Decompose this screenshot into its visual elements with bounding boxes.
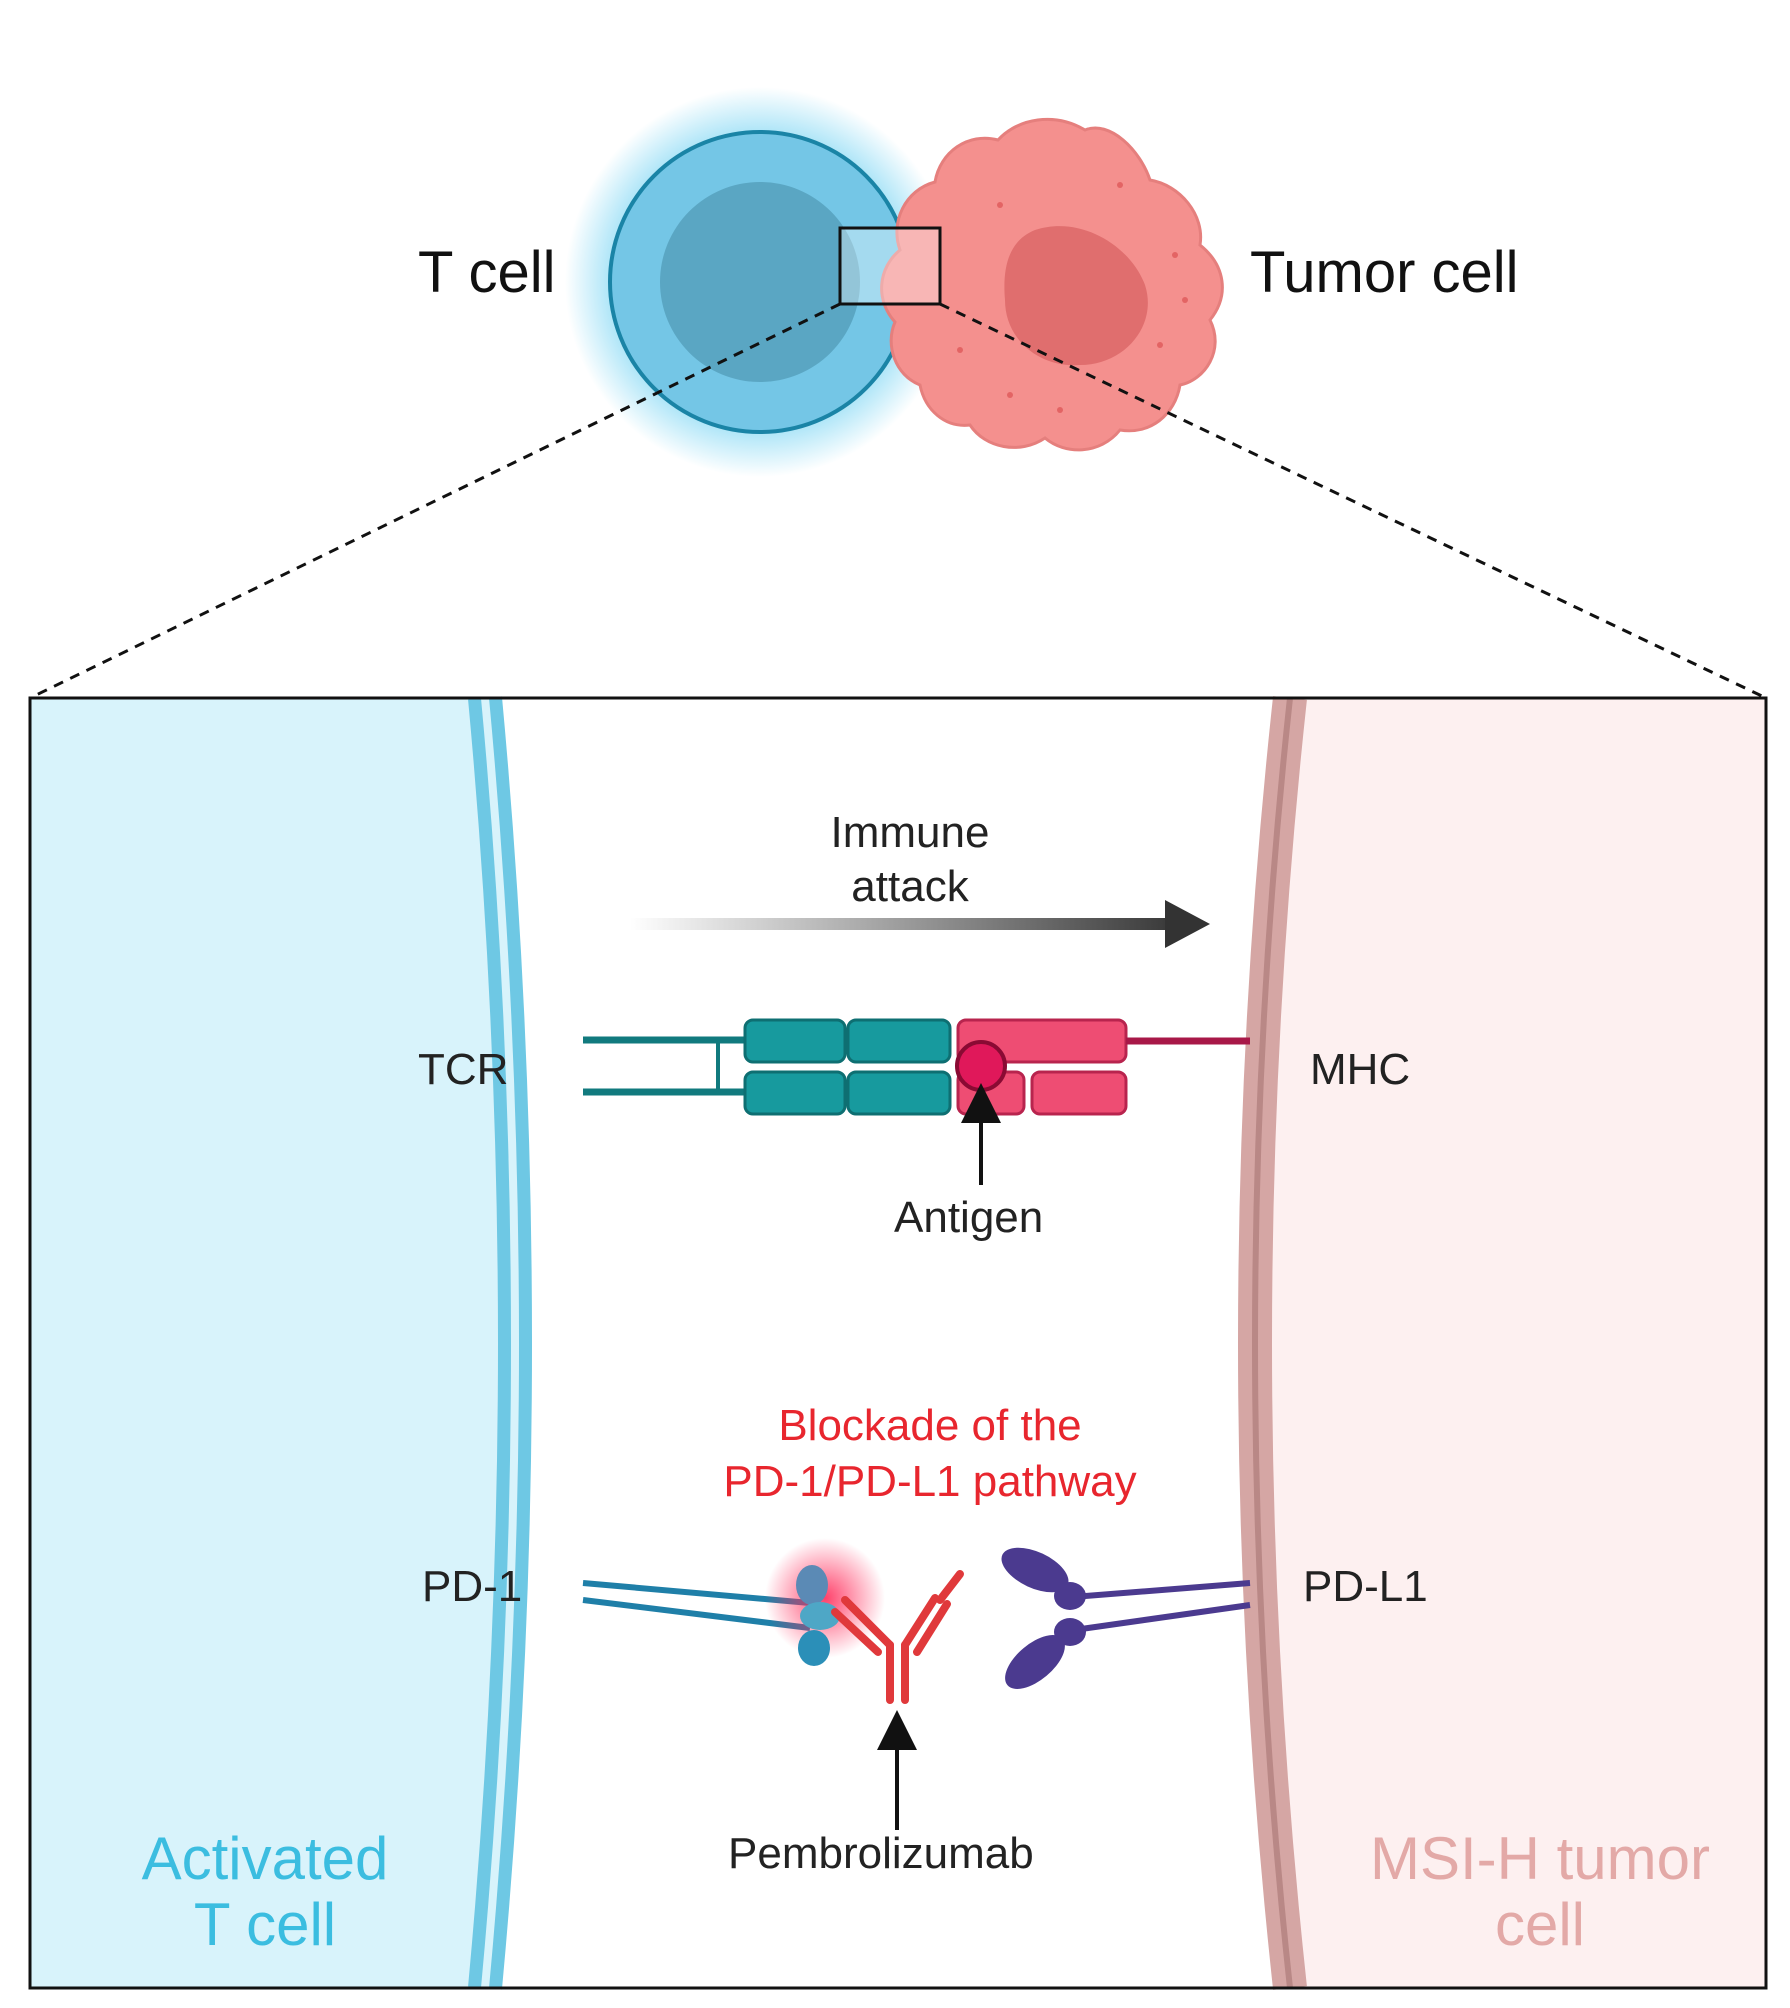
pdl1-ligand (1001, 1547, 1251, 1689)
pembrolizumab-label: Pembrolizumab (728, 1829, 1034, 1878)
blockade-label: Blockade of the PD-1/PD-L1 pathway (723, 1401, 1137, 1506)
t-cell-icon (565, 87, 955, 477)
activated-t-cell-label: Activated T cell (141, 1825, 389, 1958)
pd1-label: PD-1 (422, 1562, 523, 1611)
t-cell-label: T cell (418, 240, 556, 305)
tumor-cell-icon (880, 117, 1224, 452)
zoom-panel (28, 696, 1768, 1990)
antigen-label: Antigen (894, 1193, 1044, 1242)
pdl1-label: PD-L1 (1303, 1562, 1428, 1611)
zoom-lines (29, 302, 1767, 700)
pembrolizumab-icon (831, 1570, 964, 1704)
immune-attack-arrow (630, 900, 1210, 948)
immune-attack-label: Immune attack (830, 808, 990, 911)
antigen-icon (955, 1040, 1007, 1092)
tcr-label: TCR (418, 1045, 509, 1094)
tcr-mhc-complex (583, 1018, 1250, 1116)
tumor-cell-label: Tumor cell (1250, 240, 1519, 305)
msi-h-tumor-cell-label: MSI-H tumor cell (1369, 1825, 1711, 1958)
mhc-label: MHC (1310, 1045, 1411, 1094)
zoom-box (838, 226, 942, 306)
